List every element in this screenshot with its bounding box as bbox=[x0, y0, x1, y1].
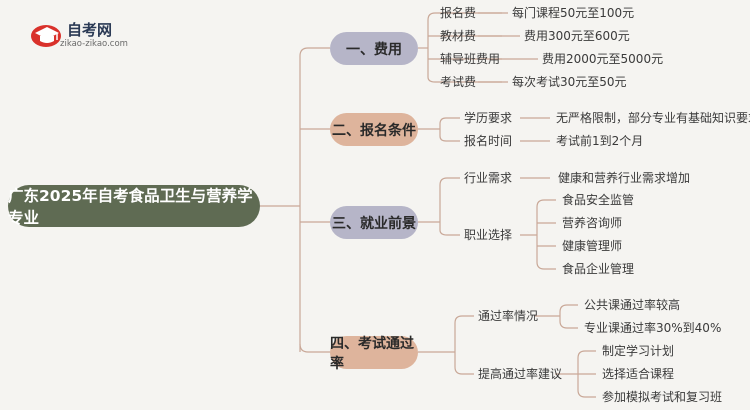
fee-item-label: 教材费 bbox=[440, 29, 477, 43]
pass-rate-item-label: 通过率情况 bbox=[478, 309, 539, 323]
root-node: 广东2025年自考食品卫生与营养学专业 bbox=[8, 185, 260, 227]
pass-rate-value: 公共课通过率较高 bbox=[584, 298, 681, 312]
employment-item-value: 健康和营养行业需求增加 bbox=[558, 171, 691, 185]
fee-item-label: 报名费 bbox=[440, 6, 477, 20]
requirement-item-value: 考试前1到2个月 bbox=[556, 134, 644, 148]
requirement-item-label: 报名时间 bbox=[464, 134, 513, 148]
section-requirements: 二、报名条件 bbox=[330, 113, 418, 146]
logo-title: 自考网 bbox=[67, 21, 113, 39]
fee-item-value: 费用2000元至5000元 bbox=[542, 52, 664, 66]
career-option: 食品安全监管 bbox=[562, 193, 635, 207]
fee-item-label: 辅导班费用 bbox=[440, 52, 501, 66]
fee-item-label: 考试费 bbox=[440, 75, 477, 89]
career-option: 食品企业管理 bbox=[562, 262, 635, 276]
graduation-cap-icon bbox=[31, 25, 61, 47]
career-option: 健康管理师 bbox=[562, 239, 623, 253]
employment-item-label: 职业选择 bbox=[464, 228, 513, 242]
fee-item-value: 每门课程50元至100元 bbox=[512, 6, 635, 20]
study-tip: 制定学习计划 bbox=[602, 344, 675, 358]
fee-item-value: 费用300元至600元 bbox=[524, 29, 630, 43]
section-employment: 三、就业前景 bbox=[330, 206, 418, 239]
logo[interactable] bbox=[30, 20, 62, 48]
section-pass-rate: 四、考试通过率 bbox=[330, 336, 418, 372]
employment-item-label: 行业需求 bbox=[464, 171, 513, 185]
study-tip: 选择适合课程 bbox=[602, 367, 675, 381]
pass-rate-value: 专业课通过率30%到40% bbox=[584, 321, 722, 335]
fee-item-value: 每次考试30元至50元 bbox=[512, 75, 627, 89]
requirement-item-value: 无严格限制，部分专业有基础知识要求 bbox=[556, 111, 750, 125]
logo-url: zikao-zikao.com bbox=[60, 39, 128, 49]
requirement-item-label: 学历要求 bbox=[464, 111, 513, 125]
section-fees: 一、费用 bbox=[330, 32, 418, 65]
study-tip: 参加模拟考试和复习班 bbox=[602, 390, 723, 404]
pass-rate-item-label: 提高通过率建议 bbox=[478, 367, 563, 381]
career-option: 营养咨询师 bbox=[562, 216, 623, 230]
